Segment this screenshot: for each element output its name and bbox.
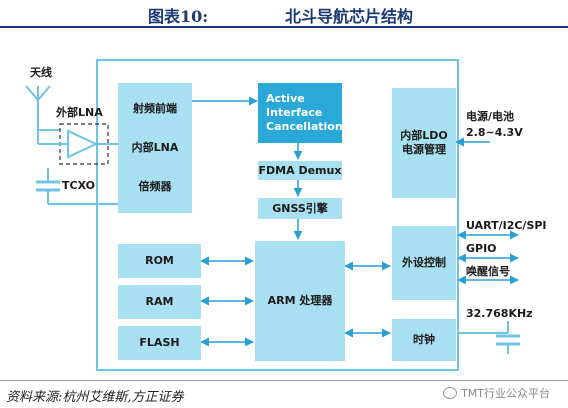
rom-block: ROM: [118, 244, 201, 278]
internal-lna-label: 内部LNA: [131, 141, 179, 155]
figure-number: 图表10:: [148, 7, 209, 26]
gnss-engine-block: GNSS引擎: [258, 198, 342, 219]
power-management-block: 内部LDO 电源管理: [392, 88, 456, 198]
clock-crystal-icon: [496, 334, 520, 346]
interface-gpio-label: GPIO: [466, 242, 497, 255]
interface-uart-label: UART/I2C/SPI: [466, 219, 547, 232]
figure-title: 北斗导航芯片结构: [285, 7, 414, 26]
amplifier-icon: [67, 129, 99, 159]
source-bar: 资料来源:杭州艾维斯,方正证券 TMT行业公众平台: [0, 380, 568, 408]
power-supply-label: 电源/电池: [466, 110, 515, 123]
peripheral-control-block: 外设控制: [392, 226, 456, 300]
antenna-label: 天线: [30, 66, 52, 79]
external-lna-label: 外部LNA: [56, 106, 103, 119]
chip-architecture-diagram: 天线 外部LNA TCXO 射频前端 内部LNA 倍频器 Active Inte…: [0, 28, 568, 378]
diagram-lines: [25, 59, 520, 371]
ram-block: RAM: [118, 285, 201, 319]
multiplier-label: 倍频器: [138, 180, 172, 194]
voltage-label: 2.8~4.3V: [466, 126, 523, 139]
title-bar: 图表10: 北斗导航芯片结构: [0, 0, 568, 28]
tcxo-crystal-icon: [36, 180, 60, 192]
tcxo-label: TCXO: [62, 179, 96, 192]
chip-frame: [96, 59, 459, 371]
clock-block: 时钟: [392, 319, 456, 361]
antenna-icon: [25, 85, 60, 131]
source-note: 资料来源:杭州艾维斯,方正证券: [6, 390, 184, 405]
watermark: TMT行业公众平台: [443, 385, 550, 401]
rf-frontend-label: 射频前端: [133, 101, 177, 115]
crystal-frequency-label: 32.768KHz: [466, 307, 533, 320]
arm-processor-block: ARM 处理器: [255, 241, 345, 361]
fdma-demux-block: FDMA Demux: [258, 161, 342, 180]
flash-block: FLASH: [118, 326, 201, 360]
interface-wakeup-label: 唤醒信号: [466, 265, 510, 278]
interference-cancellation-block: Active Interface Cancellation: [258, 83, 343, 143]
watermark-text: TMT行业公众平台: [461, 387, 550, 400]
rf-frontend-block: 射频前端 内部LNA 倍频器: [118, 83, 192, 213]
wechat-icon: [443, 387, 458, 399]
